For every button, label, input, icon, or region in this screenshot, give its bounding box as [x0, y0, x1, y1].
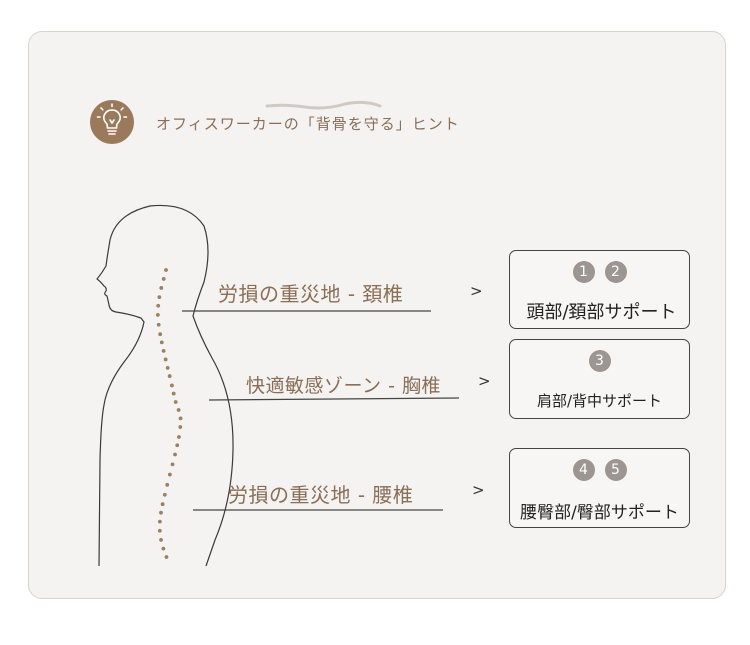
number-badge: 4	[572, 459, 595, 481]
spine-dot	[159, 340, 164, 345]
spine-dot	[157, 519, 162, 524]
spine-dot	[165, 366, 170, 370]
spine-dot	[158, 332, 163, 337]
spine-dot	[177, 435, 181, 439]
spine-dot	[178, 425, 183, 429]
spine-dot	[160, 502, 165, 507]
spine-dot	[164, 268, 168, 272]
spine-dot	[167, 374, 172, 378]
number-badge: 2	[604, 261, 627, 283]
spine-dot	[159, 538, 163, 542]
lightbulb-icon	[90, 100, 134, 144]
region-label-cervical: 労損の重災地 - 頚椎	[218, 282, 404, 306]
spine-dot	[167, 472, 172, 477]
decorative-scribble	[265, 100, 382, 110]
support-label: 腰臀部/臀部サポート	[520, 503, 679, 523]
spine-dot	[159, 510, 163, 515]
number-badge: 1	[572, 261, 595, 283]
number-badge: 3	[588, 350, 611, 372]
support-box-shoulder-back[interactable]: 3 肩部/背中サポート	[509, 339, 690, 419]
spine-dot	[164, 555, 169, 559]
arrow-cervical: >	[470, 282, 483, 300]
spine-dot	[170, 462, 175, 467]
spine-dot	[173, 400, 178, 404]
spine-dot	[163, 357, 168, 362]
spine-dot	[159, 286, 164, 290]
arrow-lumbar: >	[472, 481, 485, 499]
spine-dot	[157, 528, 162, 533]
arrow-thoracic: >	[478, 372, 491, 390]
spine-dot	[175, 443, 180, 448]
badge-group: 3	[510, 350, 689, 372]
spine-dot	[161, 277, 166, 281]
number-badge: 5	[604, 459, 627, 481]
spine-dot	[161, 546, 166, 551]
spine-dot	[156, 322, 161, 327]
support-label: 肩部/背中サポート	[536, 392, 663, 410]
spine-dot	[170, 383, 174, 388]
page-title: オフィスワーカーの「背骨を守る」ヒント	[156, 115, 460, 133]
spine-dot	[156, 303, 161, 308]
spine-dot	[161, 348, 166, 353]
leader-line-thoracic	[208, 397, 460, 401]
region-label-lumbar: 労損の重災地 - 腰椎	[228, 483, 414, 507]
spine-dot	[178, 416, 183, 421]
spine-dot	[165, 482, 170, 487]
spine-dot	[171, 391, 176, 396]
body-outline	[96, 204, 234, 567]
spine-dot	[173, 452, 177, 457]
spine-dot	[176, 408, 181, 412]
spine-dots	[155, 268, 183, 559]
spine-dot	[162, 492, 167, 497]
spine-dot	[157, 295, 162, 300]
region-label-thoracic: 快適敏感ゾーン - 胸椎	[246, 375, 441, 397]
support-label: 頭部/頚部サポート	[526, 302, 677, 323]
spine-dot	[155, 312, 160, 317]
